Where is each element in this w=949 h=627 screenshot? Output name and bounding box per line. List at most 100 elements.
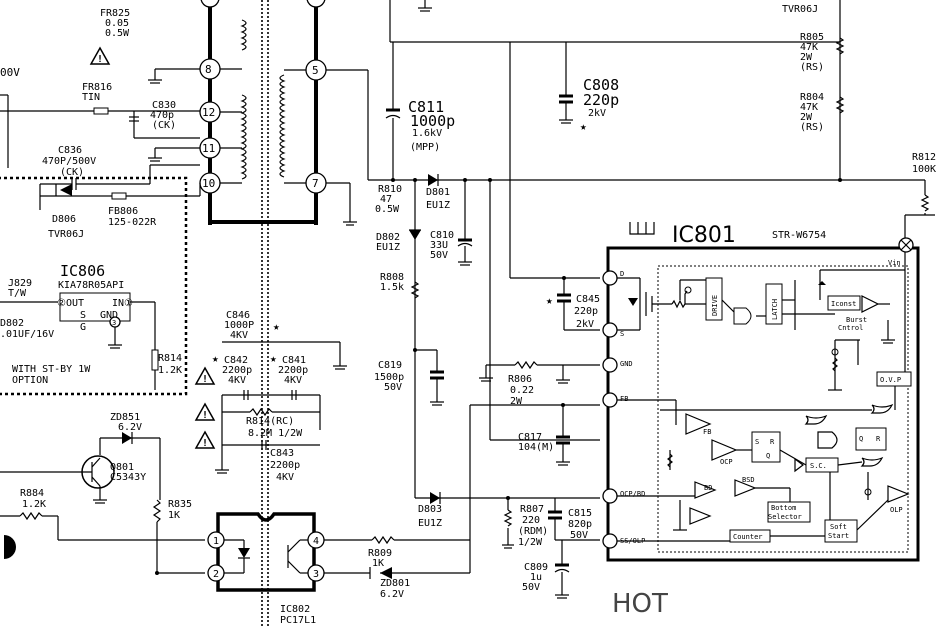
ic801-logo-icon <box>629 222 655 235</box>
terminal-12: 12 <box>202 106 215 119</box>
drive-block: DRIVE <box>711 295 719 316</box>
c841-value: 2200p <box>278 365 308 376</box>
j829-type: T/W <box>8 288 27 299</box>
c819-value: 1500p <box>374 372 404 383</box>
r807-label: R807 <box>520 504 544 515</box>
ic806-type: KIA78R05API <box>58 280 124 291</box>
hot-label: HOT <box>612 589 668 619</box>
r814rc-label: R814(RC) <box>246 416 294 427</box>
q801-section: ZD851 6.2V Q801 C5343Y R884 1.2K R835 1K <box>0 412 205 575</box>
c841-label: C841 <box>282 355 306 366</box>
r884-label: R884 <box>20 488 44 499</box>
c843-value: 2200p <box>270 460 300 471</box>
c836-type: (CK) <box>60 167 84 178</box>
latch-r-label: R <box>770 438 775 446</box>
r807-watt: 1/2W <box>518 537 543 548</box>
svg-text:3: 3 <box>112 319 116 327</box>
r812-label: R812 <box>912 152 936 163</box>
svg-text:!: ! <box>202 438 208 449</box>
burst-label: Burst <box>846 316 867 324</box>
pin-ocp-label: OCP/BD <box>620 490 645 498</box>
iconst-block: Iconst <box>831 300 856 308</box>
r806-label: R806 <box>508 374 532 385</box>
ic801-label: IC801 <box>672 223 736 248</box>
c845-value: 220p <box>574 306 598 317</box>
c811-label: C811 <box>408 98 444 116</box>
c808-label: C808 <box>583 76 619 94</box>
svg-text:★: ★ <box>580 120 587 133</box>
r835-label: R835 <box>168 499 192 510</box>
r804-type: (RS) <box>800 122 824 133</box>
top-left-section: FR825 0.05 0.5W 00V ! FR816 TIN C830 470… <box>0 8 201 240</box>
standby-option-box <box>0 176 188 396</box>
c809-label: C809 <box>524 562 548 573</box>
r835-value: 1K <box>168 510 180 521</box>
ic806-pin-s: S <box>80 310 86 321</box>
c842-kv: 4KV <box>228 375 246 386</box>
ic806-pin-g: G <box>80 322 86 333</box>
option-note: OPTION <box>12 375 48 386</box>
zd851-value: 6.2V <box>118 422 142 433</box>
d801-label: D801 <box>426 187 450 198</box>
terminal-8: 8 <box>205 63 212 76</box>
c808-kv: 2kV <box>588 108 606 119</box>
warning-icon <box>194 366 216 385</box>
ovp-block: O.V.P <box>880 376 901 384</box>
pin-d-label: D <box>620 270 624 278</box>
olp-label: OLP <box>890 506 903 514</box>
r809-value: 1K <box>372 558 384 569</box>
r808-label: R808 <box>380 272 404 283</box>
c845-kv: 2kV <box>576 319 594 330</box>
counter-block: Counter <box>733 533 763 541</box>
d802-label: D802 <box>0 318 24 329</box>
zd801-label: ZD801 <box>380 578 410 589</box>
terminal-10: 10 <box>202 177 215 190</box>
cntrol-label: Cntrol <box>838 324 863 332</box>
c810-kv: 50V <box>430 250 448 261</box>
c843-label: C843 <box>270 448 294 459</box>
ic806-regulator: IC806 KIA78R05API ②OUT IN① S GND G 3 J82… <box>0 262 182 390</box>
c808-value: 220p <box>583 91 619 109</box>
fb806-type: 125-022R <box>108 217 157 228</box>
fb806-label: FB806 <box>108 206 138 217</box>
warning-icon <box>194 402 216 421</box>
r806-value: 0.22 <box>510 385 534 396</box>
c830-value: 470p <box>150 110 174 121</box>
bottom-selector-line2: Selector <box>768 513 802 521</box>
d802b-label: D802 <box>376 232 400 243</box>
sc-block: S.C. <box>810 462 827 470</box>
svg-text:!: ! <box>97 54 103 65</box>
svg-text:★: ★ <box>212 352 219 365</box>
svg-text:★: ★ <box>273 320 280 333</box>
d802-value: .01UF/16V <box>0 329 54 340</box>
ic806-label: IC806 <box>60 262 105 280</box>
r805-type: (RS) <box>800 62 824 73</box>
r809-label: R809 <box>368 548 392 559</box>
tvr06j-top-label: TVR06J <box>782 4 818 15</box>
c809-kv: 50V <box>522 582 540 593</box>
r805-label: R805 <box>800 32 824 43</box>
latch-q-label: Q <box>766 452 770 460</box>
latch-block: LATCH <box>771 299 779 320</box>
top-center-section: C811 1000p 1.6kV (MPP) ★ C808 220p 2kV T… <box>326 0 936 529</box>
r814-value: 1.2K <box>158 365 182 376</box>
c815-value: 820p <box>568 519 592 530</box>
c819-kv: 50V <box>384 382 402 393</box>
opto-pin-3: 3 <box>313 569 319 580</box>
soft-start-line1: Soft <box>830 523 847 531</box>
pin-s-label: S <box>620 330 624 338</box>
soft-start-line2: Start <box>828 532 849 540</box>
c811-type: (MPP) <box>410 142 440 153</box>
warning-icon <box>89 46 111 65</box>
r812-value: 100K <box>912 164 936 175</box>
d801-type: EU1Z <box>426 200 450 211</box>
c817-value: 104(M) <box>518 442 554 453</box>
zd851-label: ZD851 <box>110 412 140 423</box>
pin-fb-label: FB <box>620 395 628 403</box>
r810-label: R810 <box>378 184 402 195</box>
c841-kv: 4KV <box>284 375 302 386</box>
c836-label: C836 <box>58 145 82 156</box>
fr825-value: 0.05 <box>105 18 129 29</box>
c846-kv: 4KV <box>230 330 248 341</box>
